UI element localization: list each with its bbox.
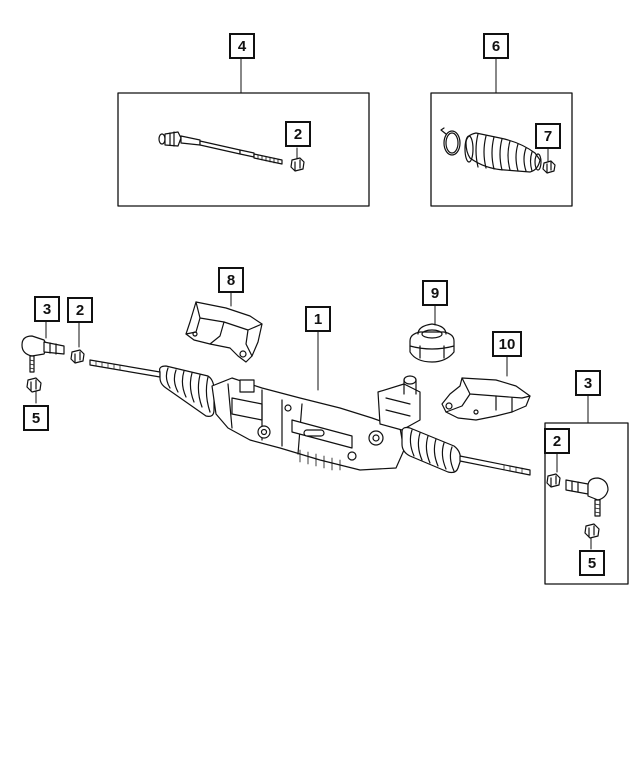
clamp-small (542, 160, 556, 174)
jam-nut-left (70, 349, 85, 364)
callout-3-right: 3 (575, 370, 601, 396)
jam-nut-top (290, 157, 305, 172)
callout-2-right: 2 (544, 428, 570, 454)
castle-nut-right (584, 523, 600, 539)
callout-9: 9 (422, 280, 448, 306)
group-box-3-right (544, 422, 629, 585)
jam-nut-right (546, 473, 561, 488)
callout-1: 1 (305, 306, 331, 332)
callout-8: 8 (218, 267, 244, 293)
leader-lines (35, 57, 592, 550)
callout-5-right: 5 (579, 550, 605, 576)
tie-rod-end-right (565, 477, 609, 517)
steering-gear-assembly (89, 359, 531, 476)
callout-5-left: 5 (23, 405, 49, 431)
castle-nut-left (26, 377, 42, 393)
callout-2-left: 2 (67, 297, 93, 323)
bellows-boot (464, 132, 542, 173)
heat-shield-left (185, 301, 263, 363)
mount-isolator (409, 323, 455, 363)
group-box-6 (430, 92, 573, 207)
callout-6: 6 (483, 33, 509, 59)
callout-10: 10 (492, 331, 522, 357)
callout-7: 7 (535, 123, 561, 149)
callout-4: 4 (229, 33, 255, 59)
boot-clamp (440, 127, 461, 156)
callout-3-left: 3 (34, 296, 60, 322)
callout-2-top: 2 (285, 121, 311, 147)
group-box-4 (117, 92, 370, 207)
heat-shield-right (441, 377, 531, 421)
tie-rod-end-left (21, 335, 65, 373)
inner-tie-rod (158, 131, 283, 165)
